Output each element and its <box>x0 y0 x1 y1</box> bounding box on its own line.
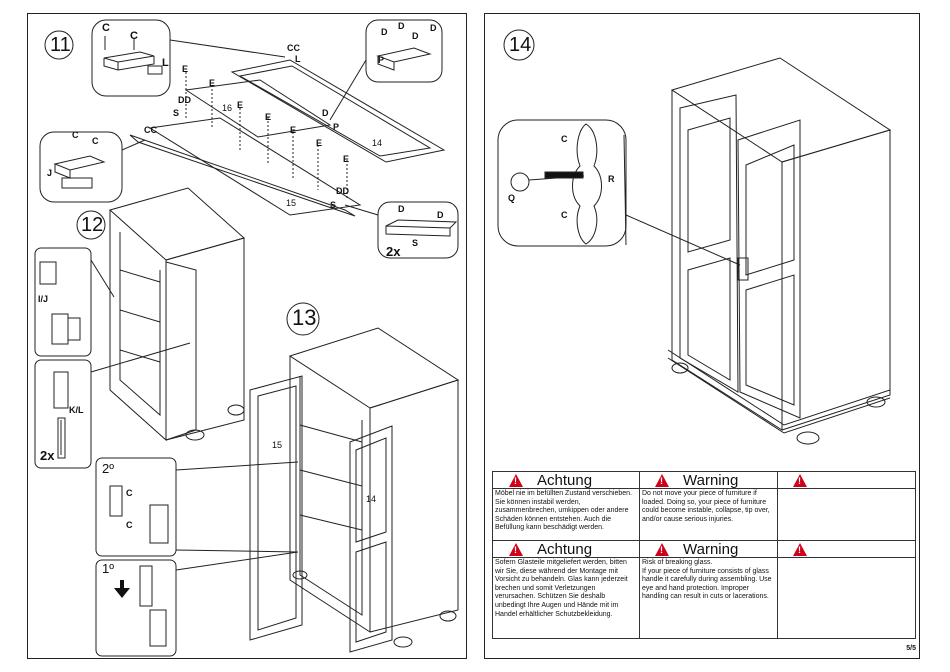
label-d: D <box>437 210 444 220</box>
warning-body-row-2: Sofern Glasteile mitgeliefert werden, bi… <box>493 558 915 638</box>
label-e: E <box>237 100 244 110</box>
warning-text-de: Möbel nie im befüllten Zustand verschieb… <box>495 490 632 532</box>
warning-triangle-icon <box>793 542 807 556</box>
step-number-13: 13 <box>292 305 317 330</box>
warning-text-de: Sofern Glasteile mitgeliefert werden, bi… <box>495 559 628 618</box>
page-number: 5/5 <box>906 645 916 652</box>
quantity-2x: 2x <box>386 244 401 259</box>
label-s: S <box>173 108 180 118</box>
label-r: R <box>608 174 615 184</box>
label-d: D <box>412 31 419 41</box>
warning-title: Warning <box>683 540 739 558</box>
label-c: C <box>126 520 133 530</box>
label-e: E <box>290 125 297 135</box>
label-c: C <box>130 30 138 42</box>
label-s: S <box>330 200 337 210</box>
warning-header-row-2: Achtung Warning <box>493 541 915 558</box>
label-j: J <box>47 168 53 178</box>
part-number-14: 14 <box>372 138 383 148</box>
achtung-title: Achtung <box>537 471 593 489</box>
label-e: E <box>265 112 272 122</box>
label-kl: K/L <box>69 405 84 415</box>
part-number-15: 15 <box>286 198 297 208</box>
label-e: E <box>316 138 323 148</box>
warning-triangle-icon <box>509 473 523 487</box>
assembly-panel-left <box>27 13 467 659</box>
warning-body-row-1: Möbel nie im befüllten Zustand verschieb… <box>493 489 915 541</box>
label-p: P <box>333 122 340 132</box>
warning-title: Warning <box>683 471 739 489</box>
achtung-title: Achtung <box>537 540 593 558</box>
label-c: C <box>72 130 79 140</box>
part-number-14: 14 <box>366 494 377 504</box>
label-c: C <box>102 22 110 34</box>
label-d: D <box>430 23 437 33</box>
warning-triangle-icon <box>655 542 669 556</box>
label-e: E <box>209 78 216 88</box>
step-number-14: 14 <box>509 34 532 56</box>
label-d: D <box>398 204 405 214</box>
warning-header-row-1: Achtung Warning <box>493 472 915 489</box>
label-2deg: 2º <box>102 461 114 476</box>
label-dd: DD <box>336 186 349 196</box>
warning-triangle-icon <box>509 542 523 556</box>
step-number-11: 11 <box>50 34 71 56</box>
label-e: E <box>343 154 350 164</box>
label-s: S <box>412 238 419 248</box>
warning-text-en: Risk of breaking glass. If your piece of… <box>642 559 772 601</box>
label-c: C <box>561 134 568 144</box>
step-number-12: 12 <box>81 214 104 236</box>
label-d: D <box>398 21 405 31</box>
label-c: C <box>126 488 133 498</box>
label-ij: I/J <box>38 294 49 304</box>
warning-triangle-icon <box>793 473 807 487</box>
part-number-15: 15 <box>272 440 283 450</box>
label-q: Q <box>508 193 516 203</box>
label-cc: CC <box>144 125 157 135</box>
label-l: L <box>295 54 301 64</box>
label-p: P <box>378 55 385 65</box>
safety-warnings-table: Achtung Warning Möbel nie im befüllten Z… <box>492 471 916 639</box>
label-l: L <box>162 57 169 69</box>
label-c: C <box>561 210 568 220</box>
quantity-2x: 2x <box>40 448 55 463</box>
part-number-16: 16 <box>222 103 233 113</box>
label-dd: DD <box>178 95 191 105</box>
label-e: E <box>182 64 189 74</box>
warning-triangle-icon <box>655 473 669 487</box>
label-d: D <box>381 27 388 37</box>
label-1deg: 1º <box>102 561 114 576</box>
label-d: D <box>322 108 329 118</box>
label-cc: CC <box>287 43 300 53</box>
label-c: C <box>92 136 99 146</box>
warning-text-en: Do not move your piece of furniture if l… <box>642 490 770 523</box>
